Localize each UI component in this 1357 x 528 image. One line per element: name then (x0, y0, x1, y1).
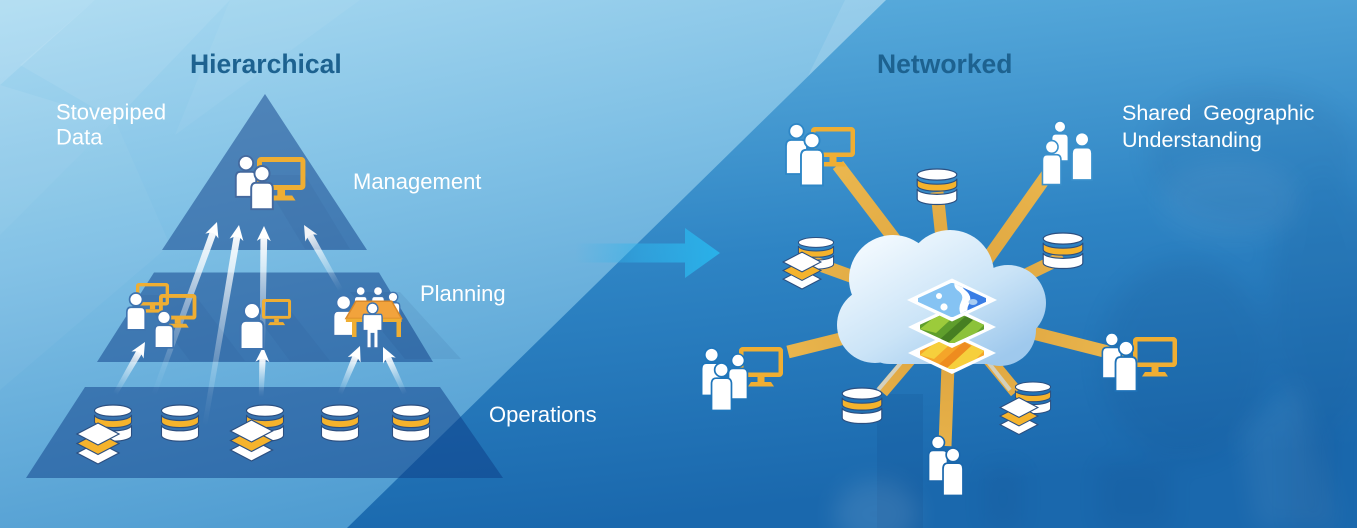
svg-text:Networked: Networked (877, 49, 1012, 79)
svg-text:Planning: Planning (420, 281, 506, 306)
svg-text:Hierarchical: Hierarchical (190, 49, 342, 79)
svg-text:Shared Geographic: Shared Geographic (1122, 101, 1315, 125)
svg-text:Management: Management (353, 169, 481, 194)
svg-text:Stovepiped: Stovepiped (56, 100, 166, 125)
svg-text:Understanding: Understanding (1122, 128, 1262, 152)
svg-text:Operations: Operations (489, 402, 597, 427)
svg-text:Data: Data (56, 125, 103, 150)
